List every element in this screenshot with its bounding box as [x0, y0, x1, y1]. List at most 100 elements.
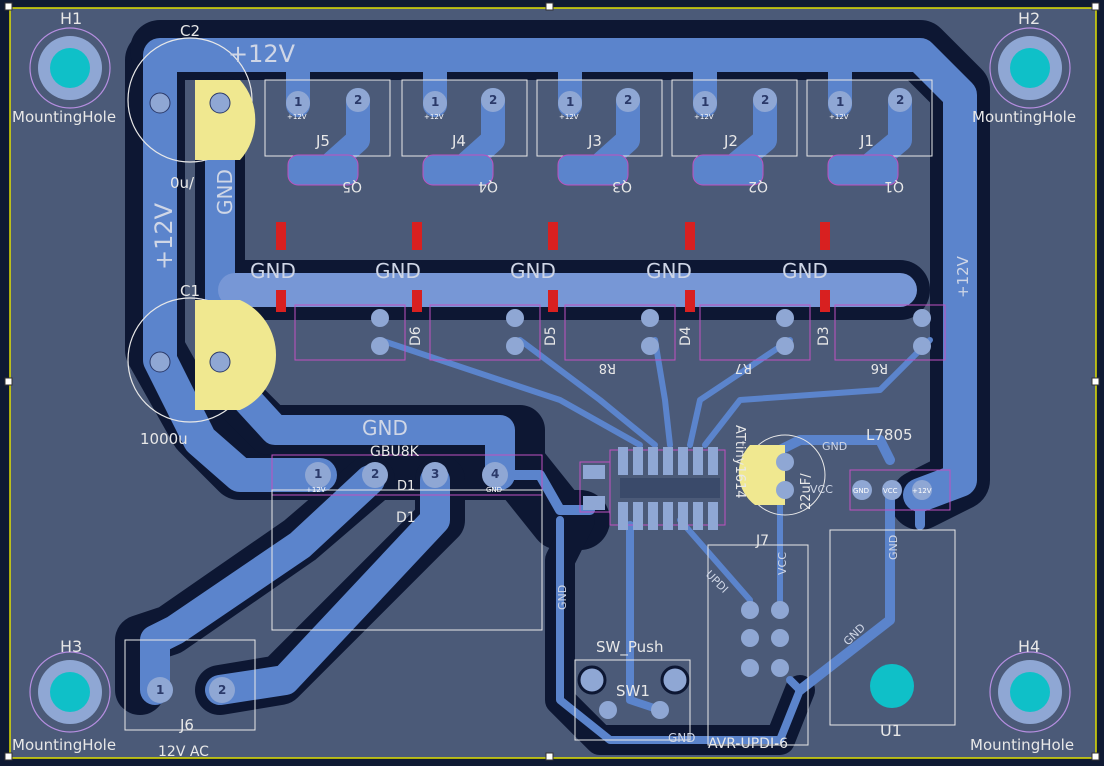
label-bridge-value: GBU8K — [370, 444, 420, 460]
pin-j1-1: 1 — [836, 95, 844, 109]
pin-j6-1: 1 — [156, 683, 164, 697]
pin-j2-net: +12V — [694, 113, 714, 121]
pin-j4-1: 1 — [431, 95, 439, 109]
mounting-hole-h1 — [29, 27, 111, 109]
connector-j6 — [124, 639, 256, 731]
label-h1: H1 — [60, 9, 82, 28]
net-vcc-b: VCC — [776, 552, 789, 575]
label-j2: J2 — [723, 132, 738, 150]
pin-bridge-net-1: +12V — [306, 486, 326, 494]
label-q1: Q1 — [884, 178, 904, 194]
net-12v-top: +12V — [228, 40, 296, 68]
label-u1-ref: U1 — [880, 721, 902, 740]
label-j6-ref: J6 — [179, 716, 194, 734]
pin-bridge-1: 1 — [314, 467, 322, 481]
label-r7: R7 — [735, 360, 752, 375]
label-j7-ref: J7 — [755, 533, 769, 549]
capacitor-c2 — [127, 37, 256, 163]
pin-u1-12v: +12V — [912, 487, 932, 495]
pin-j3-1: 1 — [566, 95, 574, 109]
label-d5: D5 — [543, 326, 559, 346]
red-pads — [276, 222, 830, 312]
label-sw-value: SW_Push — [596, 638, 663, 657]
label-c1: C1 — [180, 282, 200, 300]
label-j6-value: 12V AC — [158, 744, 209, 760]
label-d3: D3 — [816, 326, 832, 346]
connector-j2 — [671, 79, 798, 157]
label-r8: R8 — [599, 360, 616, 375]
label-u1-value: L7805 — [866, 426, 913, 444]
label-c1-value: 1000u — [140, 430, 188, 448]
pin-j4-net: +12V — [424, 113, 444, 121]
pin-bridge-2: 2 — [371, 467, 379, 481]
label-h3-value: MountingHole — [12, 736, 116, 754]
mosfet-q2 — [692, 154, 764, 186]
mounting-hole-h3 — [29, 651, 111, 733]
label-h1-value: MountingHole — [12, 108, 116, 126]
label-h4-value: MountingHole — [970, 736, 1074, 754]
selection-handles — [4, 2, 1100, 761]
pin-j1-2: 2 — [896, 93, 904, 107]
net-gnd-u1: GND — [822, 440, 847, 453]
capacitor-22uf — [738, 434, 826, 516]
pin-j1-net: +12V — [829, 113, 849, 121]
net-gnd-row-3: GND — [510, 259, 556, 283]
mosfet-row — [287, 154, 899, 186]
label-q4: Q4 — [478, 178, 498, 194]
pin-j5-net: +12V — [287, 113, 307, 121]
capacitor-c1 — [127, 297, 277, 423]
net-gnd-left: GND — [213, 169, 237, 215]
regulator-u1 — [829, 469, 956, 726]
label-bridge-ref: D1 — [397, 479, 415, 494]
pin-j2-2: 2 — [761, 93, 769, 107]
net-12v-left: +12V — [150, 202, 178, 270]
pin-bridge-3: 3 — [431, 467, 439, 481]
label-h2-value: MountingHole — [972, 108, 1076, 126]
text-layer: H1 MountingHole H2 MountingHole H3 Mount… — [12, 9, 1076, 760]
mosfet-q1 — [827, 154, 899, 186]
net-gnd-vert2: GND — [887, 535, 900, 560]
pin-j5-2: 2 — [354, 93, 362, 107]
net-gnd-row-4: GND — [646, 259, 692, 283]
pin-u1-vcc: VCC — [883, 487, 898, 495]
pin-j2-1: 1 — [701, 95, 709, 109]
label-bridge-ref-2: D1 — [396, 510, 416, 526]
pin-j6-2: 2 — [218, 683, 226, 697]
net-gnd-row-1: GND — [250, 259, 296, 283]
mounting-hole-h4 — [989, 651, 1071, 733]
label-h2: H2 — [1018, 9, 1040, 28]
label-j5: J5 — [315, 132, 330, 150]
label-c2: C2 — [180, 22, 200, 40]
led-row — [294, 304, 946, 361]
label-j7-value: AVR-UPDI-6 — [708, 736, 788, 752]
pin-j3-2: 2 — [624, 93, 632, 107]
net-vcc-a: VCC — [810, 483, 833, 496]
label-mcu: ATtiny1614 — [732, 425, 747, 499]
label-q5: Q5 — [342, 178, 362, 194]
pin-bridge-net-4: GND — [486, 486, 502, 494]
switch-sw1 — [574, 659, 691, 741]
pin-bridge-4: 4 — [491, 467, 499, 481]
net-gnd-mid: GND — [362, 416, 408, 440]
net-12v-right: +12V — [954, 255, 972, 298]
connector-j7 — [707, 544, 809, 746]
label-h4: H4 — [1018, 637, 1040, 656]
net-gnd-row-5: GND — [782, 259, 828, 283]
label-d6: D6 — [408, 326, 424, 346]
net-gnd-vert1: GND — [556, 585, 569, 610]
pin-j5-1: 1 — [294, 95, 302, 109]
label-sw-ref: SW1 — [616, 682, 650, 700]
label-r6: R6 — [871, 360, 888, 375]
net-gnd-bottom: GND — [668, 731, 696, 745]
mcu-footprint — [579, 447, 726, 530]
label-q2: Q2 — [748, 178, 768, 194]
net-gnd-row-2: GND — [375, 259, 421, 283]
bridge-rectifier-d1 — [271, 454, 543, 631]
pin-j3-net: +12V — [559, 113, 579, 121]
label-h3: H3 — [60, 637, 82, 656]
label-q3: Q3 — [612, 178, 632, 194]
mosfet-q3 — [557, 154, 629, 186]
mosfet-q4 — [422, 154, 494, 186]
led-pads — [371, 309, 931, 355]
